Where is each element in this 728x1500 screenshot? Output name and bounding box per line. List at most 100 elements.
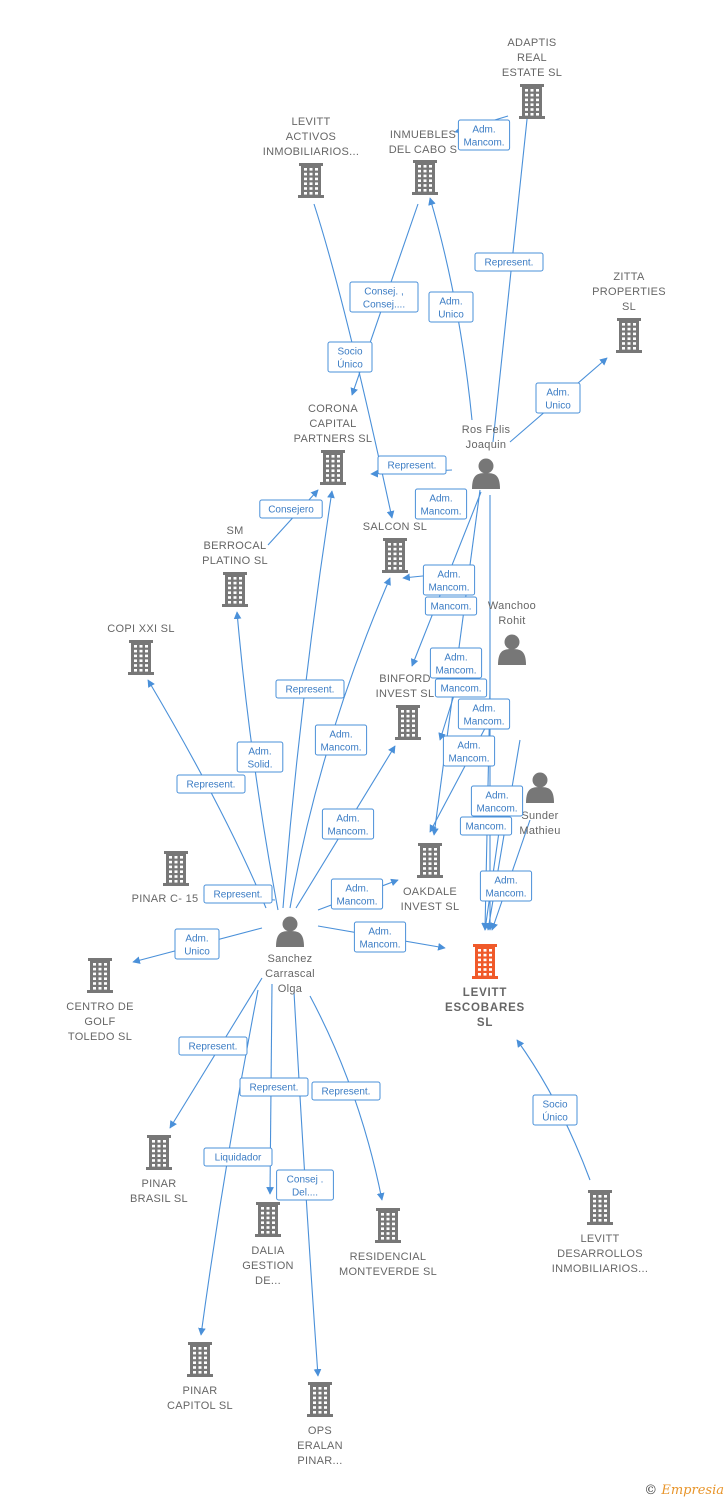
edge-label[interactable]: Represent. [474,252,544,272]
edge-label[interactable]: Adm.Mancom. [470,785,524,817]
edge-label-text: Liquidador [215,1153,262,1164]
node-label: TOLEDO SL [68,1031,132,1043]
company-icon [382,538,408,573]
relationship-edge [282,490,335,909]
node-label: CORONA [308,403,358,415]
edge-label[interactable]: Adm.Mancom. [321,808,375,840]
edge-label-box [424,596,478,616]
edge-label[interactable]: Represent. [176,774,246,794]
edge-label-text: Adm. [494,876,517,887]
edge-label[interactable]: Represent. [311,1081,381,1101]
node-pinar-c15[interactable]: PINAR C- 15 [132,851,199,905]
edge-label[interactable]: Adm.Mancom. [330,878,384,910]
node-label: SL [477,1017,493,1029]
edge-label[interactable]: Adm.Mancom. [457,119,511,151]
edge-label[interactable]: Adm.Unico [428,291,474,323]
company-icon [395,705,421,740]
edge-label[interactable]: Adm.Mancom. [442,735,496,767]
edge-label-box [422,564,476,596]
edge-label-box [239,1077,309,1097]
edge-label[interactable]: Consej. ,Consej.... [349,281,419,313]
edge-label-text: Represent. [187,780,236,791]
node-copi-xxi[interactable]: COPI XXI SL [107,623,175,675]
edge-label[interactable]: Adm.Solid. [236,741,284,773]
edge-label[interactable]: Liquidador [203,1147,273,1167]
node-ops-eralan[interactable]: OPSERALANPINAR... [297,1382,343,1467]
node-label: OPS [308,1425,332,1437]
edge-label[interactable]: Adm.Mancom. [457,698,511,730]
company-icon [187,1342,213,1377]
node-label: PROPERTIES [592,286,666,298]
edge-label[interactable]: Mancom. [459,816,513,836]
node-label: COPI XXI SL [107,623,175,635]
edge-label-text: Unico [438,310,464,321]
edge-label-text: Mancom. [440,684,481,695]
node-label: CAPITOL SL [167,1400,233,1412]
edge-label[interactable]: Adm.Mancom. [429,647,483,679]
node-levitt-activos[interactable]: LEVITTACTIVOSINMOBILIARIOS... [263,116,359,198]
edge-label[interactable]: Represent. [239,1077,309,1097]
edge-label-box [259,499,323,519]
edge-label-box [457,698,511,730]
edge-label[interactable]: Adm.Mancom. [353,921,407,953]
edge-label-text: Mancom. [476,804,517,815]
edge-label-box [459,816,513,836]
edge-label[interactable]: Mancom. [434,678,488,698]
edge-label[interactable]: Represent. [275,679,345,699]
node-label: LEVITT [291,116,330,128]
edge-label[interactable]: Adm.Unico [174,928,220,960]
edge-label[interactable]: Consejero [259,499,323,519]
edge-label-text: Unico [545,401,571,412]
node-levitt-desarrollos[interactable]: LEVITTDESARROLLOSINMOBILIARIOS... [552,1190,648,1275]
node-label: Ros Felis [462,424,511,436]
edge-label[interactable]: Represent. [377,455,447,475]
edge-label-text: Consejero [268,505,314,516]
company-icon [146,1135,172,1170]
edge-label-box [174,928,220,960]
edge-label[interactable]: Represent. [178,1036,248,1056]
node-dalia[interactable]: DALIAGESTIONDE... [242,1202,294,1287]
edge-label-box [276,1169,334,1201]
edge-label[interactable]: Mancom. [424,596,478,616]
edge-label-box [311,1081,381,1101]
edge-label[interactable]: Adm.Mancom. [314,724,368,756]
company-icon [519,84,545,119]
edge-label-box [176,774,246,794]
edge-label[interactable]: Adm.Mancom. [414,488,468,520]
edge-label-box [470,785,524,817]
node-label: INMOBILIARIOS... [552,1263,648,1275]
edge-label-box [479,870,533,902]
edge-label[interactable]: Represent. [203,884,273,904]
edge-label[interactable]: Consej .Del.... [276,1169,334,1201]
node-label: ADAPTIS [507,37,556,49]
node-label: REAL [517,52,547,64]
node-label: SALCON SL [363,521,427,533]
edge-label[interactable]: Adm.Mancom. [479,870,533,902]
node-label: ESCOBARES [445,1002,525,1014]
node-salcon[interactable]: SALCON SL [363,521,427,573]
person-icon [472,458,500,489]
empresia-watermark: © Empresia [644,1483,724,1498]
edge-label[interactable]: Adm.Mancom. [422,564,476,596]
edge-label[interactable]: Adm.Unico [535,382,581,414]
edge-label-box [178,1036,248,1056]
edge-label-text: Represent. [388,461,437,472]
